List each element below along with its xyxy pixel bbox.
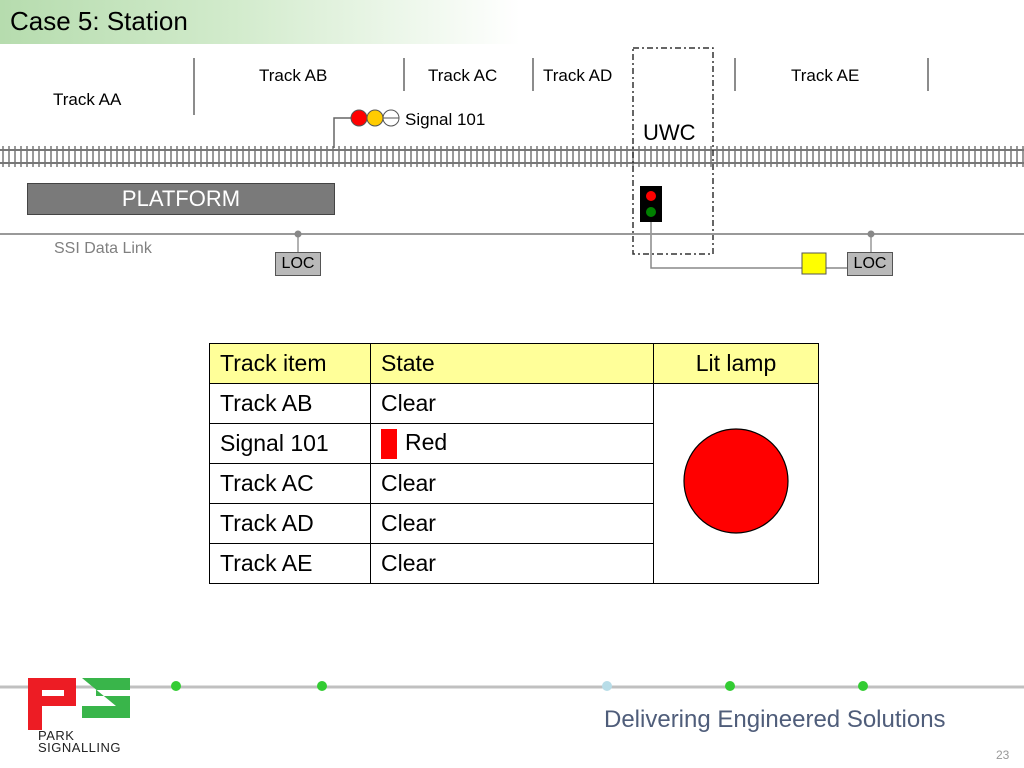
logo-text-signalling: SIGNALLING bbox=[38, 740, 122, 755]
platform: PLATFORM bbox=[27, 183, 335, 215]
title-bar bbox=[0, 0, 520, 44]
row-item: Signal 101 bbox=[209, 423, 371, 464]
page-number: 23 bbox=[996, 748, 1010, 762]
row-state: Red bbox=[370, 423, 654, 464]
ps-logo-icon bbox=[28, 678, 130, 730]
track-divider bbox=[532, 58, 534, 91]
table-row: Track AC Clear bbox=[209, 463, 819, 504]
row-item: Track AD bbox=[209, 503, 371, 544]
tagline: Delivering Engineered Solutions bbox=[604, 706, 946, 733]
row-state-text: Red bbox=[405, 428, 448, 455]
signal-red-lamp-icon bbox=[350, 109, 368, 127]
red-state-icon bbox=[381, 428, 397, 459]
row-item: Track AB bbox=[209, 383, 371, 424]
track-divider bbox=[927, 58, 929, 91]
uwc-box bbox=[632, 47, 714, 255]
signal-101 bbox=[333, 109, 400, 148]
track-divider bbox=[734, 58, 736, 91]
row-state: Clear bbox=[370, 463, 654, 504]
ssi-data-link-label: SSI Data Link bbox=[54, 240, 152, 257]
lit-lamp-cell bbox=[653, 383, 819, 584]
row-item: Track AE bbox=[209, 543, 371, 584]
loc-indicator-box bbox=[801, 252, 827, 275]
loc-box: LOC bbox=[847, 252, 893, 276]
lit-lamp-icon bbox=[683, 427, 789, 534]
footer-line bbox=[0, 681, 1024, 691]
track-label-ae: Track AE bbox=[791, 66, 860, 85]
uwc-light-icon bbox=[640, 186, 848, 269]
track-label-ab: Track AB bbox=[259, 66, 328, 85]
uwc-label: UWC bbox=[643, 120, 696, 145]
row-state: Clear bbox=[370, 383, 654, 424]
header-track-item: Track item bbox=[209, 343, 371, 384]
railway-track bbox=[0, 146, 1024, 167]
signal-yellow-lamp-icon bbox=[366, 109, 384, 127]
signal-101-label: Signal 101 bbox=[405, 110, 486, 129]
header-state: State bbox=[370, 343, 654, 384]
track-label-ad: Track AD bbox=[543, 66, 613, 85]
track-divider bbox=[403, 58, 405, 91]
table-row: Track AE Clear bbox=[209, 543, 819, 584]
table-row: Track AB Clear bbox=[209, 383, 819, 584]
loc-box: LOC bbox=[275, 252, 321, 276]
track-divider bbox=[193, 58, 195, 115]
railway-diagram bbox=[0, 47, 1024, 275]
state-table: Track item State Lit lamp Track AB Clear… bbox=[209, 343, 819, 584]
slide-title: Case 5: Station bbox=[10, 6, 188, 36]
track-label-ac: Track AC bbox=[428, 66, 498, 85]
row-state: Clear bbox=[370, 503, 654, 544]
header-lit-lamp: Lit lamp bbox=[653, 343, 819, 384]
logo-text-park: PARK bbox=[38, 728, 75, 743]
row-state: Clear bbox=[370, 543, 654, 584]
row-item: Track AC bbox=[209, 463, 371, 504]
table-header-row: Track item State Lit lamp bbox=[209, 343, 819, 384]
track-label-aa: Track AA bbox=[53, 90, 122, 109]
park-signalling-logo: PARK SIGNALLING bbox=[24, 676, 134, 756]
